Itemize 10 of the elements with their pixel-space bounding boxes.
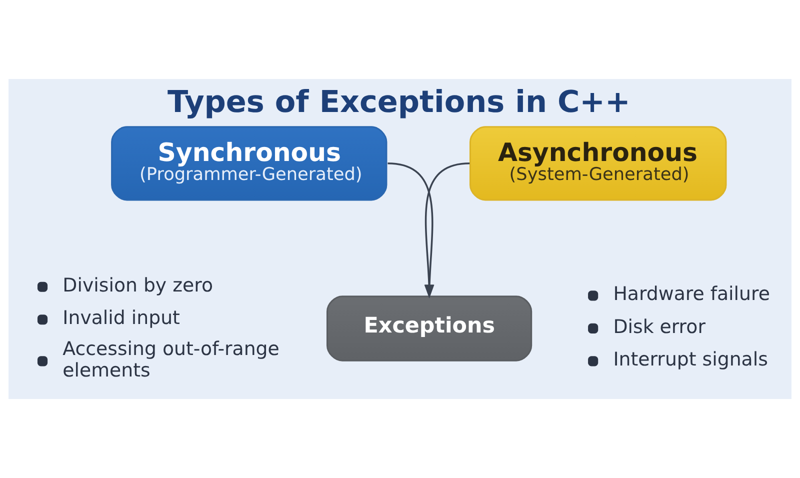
node-label: Disk error <box>613 316 706 338</box>
node-box: Synchronous (Programmer-Generated) <box>111 126 388 201</box>
diagram-title: Types of Exceptions in C++ <box>168 85 630 120</box>
node-label: Accessing out-of-range elements <box>62 338 280 382</box>
node-label: Interrupt signals <box>613 348 768 371</box>
node-box: Exceptions <box>326 296 532 362</box>
node-label: Invalid input <box>62 307 180 330</box>
node-box: Asynchronous (System-Generated) <box>469 126 727 201</box>
node-label: Hardware failure <box>613 283 770 306</box>
node-label: Division by zero <box>62 274 214 296</box>
